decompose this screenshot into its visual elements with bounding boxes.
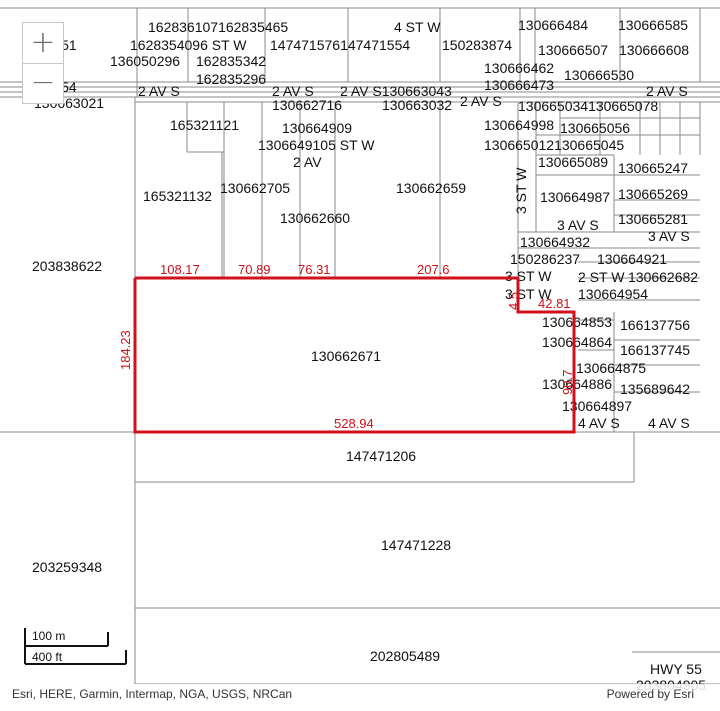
dimension-label: 184.23 [118,330,133,370]
parcel-label: 130665056 [560,120,630,136]
parcel-label: 3 AV S [648,228,690,244]
parcel-label: 150286237 [510,251,580,267]
parcel-label: 2 AV S [646,83,688,99]
parcel-label: 203259348 [32,559,102,575]
parcel-label: 2 ST W [578,269,625,285]
dimension-label: 207.6 [417,262,450,277]
parcel-label: 130665089 [538,154,608,170]
parcel-label: 166137745 [620,342,690,358]
parcel-label: 130664875 [576,360,646,376]
parcel-label: 2 AV S [460,93,502,109]
parcel-label: 165321121 [170,117,239,133]
parcel-label: 130666608 [619,42,689,58]
parcel-label: 4 AV S [578,415,620,431]
parcel-label: 147471576147471554 [270,37,410,53]
parcel-label: 130665034130665078 [518,98,658,114]
dimension-label: 4.5 [506,292,521,310]
parcel-label: 130664998 [484,117,554,133]
parcel-label: 130665012130665045 [484,137,624,153]
parcel-label: 3 AV S [557,217,599,233]
parcel-label: 3 ST W [513,167,529,214]
parcel-label: 162835296 [196,71,266,87]
parcel-label: 150283874 [442,37,512,53]
parcel-label: 130666507 [538,42,608,58]
parcel-label: 130664853 [542,314,612,330]
parcel-label: 130662659 [396,180,466,196]
dimension-label: 70.89 [238,262,271,277]
parcel-label: 1306649105 ST W [258,137,375,153]
scale-bar: 100 m 400 ft [24,628,134,668]
parcel-label: 130666473 [484,77,554,93]
parcel-label: 165321132 [143,188,212,204]
parcel-label: 130663032 [382,97,452,113]
parcel-label: 130666530 [564,67,634,83]
dimension-label: 528.94 [334,416,374,431]
parcel-label: 130664921 [597,251,667,267]
parcel-label: 130665247 [618,160,688,176]
attribution-sources: Esri, HERE, Garmin, Intermap, NGA, USGS,… [12,687,293,701]
zoom-control: + − [22,22,64,104]
zoom-in-button[interactable]: + [23,23,63,64]
parcel-label: 130665281 [618,211,688,227]
parcel-label: 1628354096 ST W [130,37,247,53]
attribution-bar: Esri, HERE, Garmin, Intermap, NGA, USGS,… [0,684,720,711]
parcel-label: 130664909 [282,120,352,136]
parcel-label: 2 AV S130663043 [340,83,452,99]
parcel-label: 203838622 [32,258,102,274]
scale-metric: 100 m [32,629,66,643]
parcel-label: 202805489 [370,648,440,664]
powered-by-link[interactable]: Powered by Esri [606,687,694,701]
parcel-label: 130666462 [484,60,554,76]
parcel-labels: 162836107162835465 4 ST W 130666484 1306665… [30,17,706,693]
parcel-label: 3 ST W [505,268,552,284]
parcel-label: 130662705 [220,180,290,196]
parcel-label: 130664954 [578,286,648,302]
parcel-label: 162836107162835465 [148,19,288,35]
parcel-label: 4 ST W [394,19,441,35]
parcel-label: 130664886 [542,376,612,392]
parcel-label: 162835342 [196,53,266,69]
parcel-label: 130664864 [542,334,612,350]
parcel-label: 130666585 [618,17,688,33]
parcel-label: 130664897 [562,398,632,414]
dimension-label: 76.31 [298,262,331,277]
dimension-labels: 108.17 70.89 76.31 207.6 184.23 4.5 42.81 90.7 5… [118,262,575,431]
parcel-lines [0,7,720,685]
scale-imperial: 400 ft [32,650,63,664]
dimension-label: 108.17 [160,262,200,277]
parcel-label: 130662716 [272,97,342,113]
subject-parcel-boundary [133,276,576,434]
parcel-label: 135689642 [620,381,690,397]
dimension-label: 42.81 [538,296,571,311]
parcel-label: 166137756 [620,317,690,333]
parcel-label: 130666484 [518,17,588,33]
zoom-out-button[interactable]: − [30,65,56,100]
parcel-label: 130665269 [618,186,688,202]
parcel-label: 147471228 [381,537,451,553]
parcel-label: 2 AV S [272,83,314,99]
parcel-label: 130662660 [280,210,350,226]
parcel-label: HWY 55 [650,661,702,677]
parcel-label: 2 AV S [138,83,180,99]
parcel-label: 130664987 [540,189,610,205]
parcel-label: 147471206 [346,448,416,464]
parcel-label: 2 AV [293,154,322,170]
parcel-label: 136050296 [110,53,180,69]
parcel-label: 130662682 [628,269,698,285]
parcel-label: 4 AV S [648,415,690,431]
parcel-label: 130662671 [311,348,381,364]
dimension-label: 90.7 [560,370,575,395]
parcel-label: 130664932 [520,234,590,250]
